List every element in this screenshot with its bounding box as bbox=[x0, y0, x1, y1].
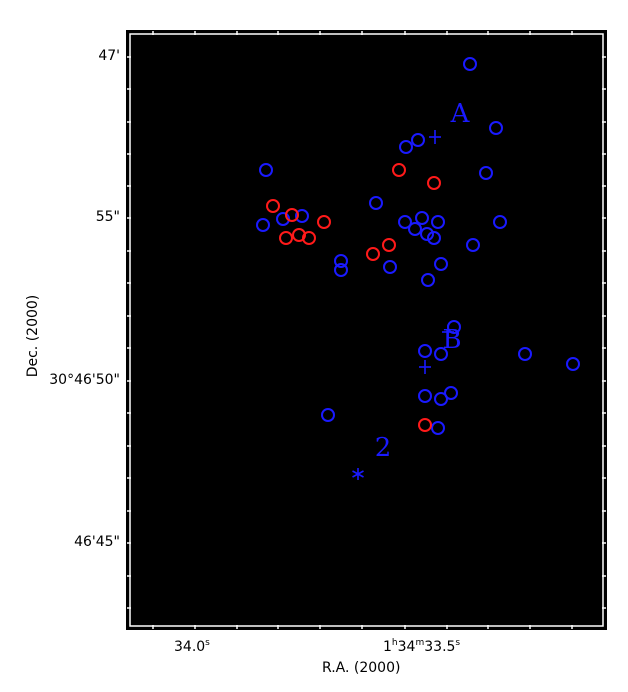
y-tick-label: 46'45" bbox=[74, 534, 120, 550]
circle-marker bbox=[411, 133, 425, 147]
y-tick-label: 47' bbox=[98, 48, 120, 64]
circle-marker bbox=[427, 176, 441, 190]
plus-marker bbox=[419, 360, 431, 374]
circle-marker bbox=[317, 215, 331, 229]
y-axis-title: Dec. (2000) bbox=[25, 294, 41, 378]
axis-ticks bbox=[127, 31, 606, 629]
annotations: A B 2 bbox=[375, 99, 471, 463]
star-marker bbox=[352, 468, 364, 480]
circle-marker bbox=[366, 247, 380, 261]
circle-marker bbox=[418, 344, 432, 358]
circle-marker bbox=[431, 421, 445, 435]
circle-marker bbox=[398, 215, 412, 229]
circle-marker bbox=[399, 140, 413, 154]
annotation-label: 2 bbox=[375, 433, 392, 463]
annotation-label: B bbox=[442, 325, 461, 355]
circle-marker bbox=[292, 228, 306, 242]
circle-marker bbox=[444, 386, 458, 400]
circle-marker bbox=[285, 208, 299, 222]
circle-marker bbox=[259, 163, 273, 177]
circle-marker bbox=[382, 238, 396, 252]
circle-marker bbox=[518, 347, 532, 361]
x-tick-label: 1h34m33.5s bbox=[383, 638, 461, 655]
circle-marker bbox=[418, 418, 432, 432]
circle-marker bbox=[431, 215, 445, 229]
circle-marker bbox=[302, 231, 316, 245]
data-markers bbox=[256, 57, 580, 480]
plus-marker bbox=[429, 130, 441, 144]
circle-marker bbox=[392, 163, 406, 177]
circle-marker bbox=[334, 263, 348, 277]
circle-marker bbox=[493, 215, 507, 229]
circle-marker bbox=[421, 273, 435, 287]
circle-marker bbox=[408, 222, 422, 236]
circle-marker bbox=[415, 211, 429, 225]
circle-marker bbox=[276, 212, 290, 226]
circle-marker bbox=[434, 392, 448, 406]
circle-marker bbox=[279, 231, 293, 245]
plot-frame bbox=[126, 30, 607, 630]
circle-marker bbox=[321, 408, 335, 422]
circle-marker bbox=[369, 196, 383, 210]
x-axis-title: R.A. (2000) bbox=[322, 660, 401, 676]
circle-marker bbox=[383, 260, 397, 274]
plus-marker bbox=[442, 325, 454, 339]
annotation-label: A bbox=[450, 99, 471, 129]
circle-marker bbox=[463, 57, 477, 71]
circle-marker bbox=[566, 357, 580, 371]
circle-marker bbox=[418, 389, 432, 403]
circle-marker bbox=[434, 347, 448, 361]
x-tick-label: 34.0s bbox=[174, 638, 210, 655]
circle-marker bbox=[479, 166, 493, 180]
circle-marker bbox=[434, 257, 448, 271]
circle-marker bbox=[420, 227, 434, 241]
y-tick-label: 30°46'50" bbox=[49, 372, 120, 388]
circle-marker bbox=[334, 254, 348, 268]
circle-marker bbox=[427, 231, 441, 245]
circle-marker bbox=[466, 238, 480, 252]
circle-marker bbox=[295, 209, 309, 223]
circle-marker bbox=[489, 121, 503, 135]
circle-marker bbox=[266, 199, 280, 213]
y-tick-label: 55" bbox=[95, 209, 120, 225]
circle-marker bbox=[256, 218, 270, 232]
